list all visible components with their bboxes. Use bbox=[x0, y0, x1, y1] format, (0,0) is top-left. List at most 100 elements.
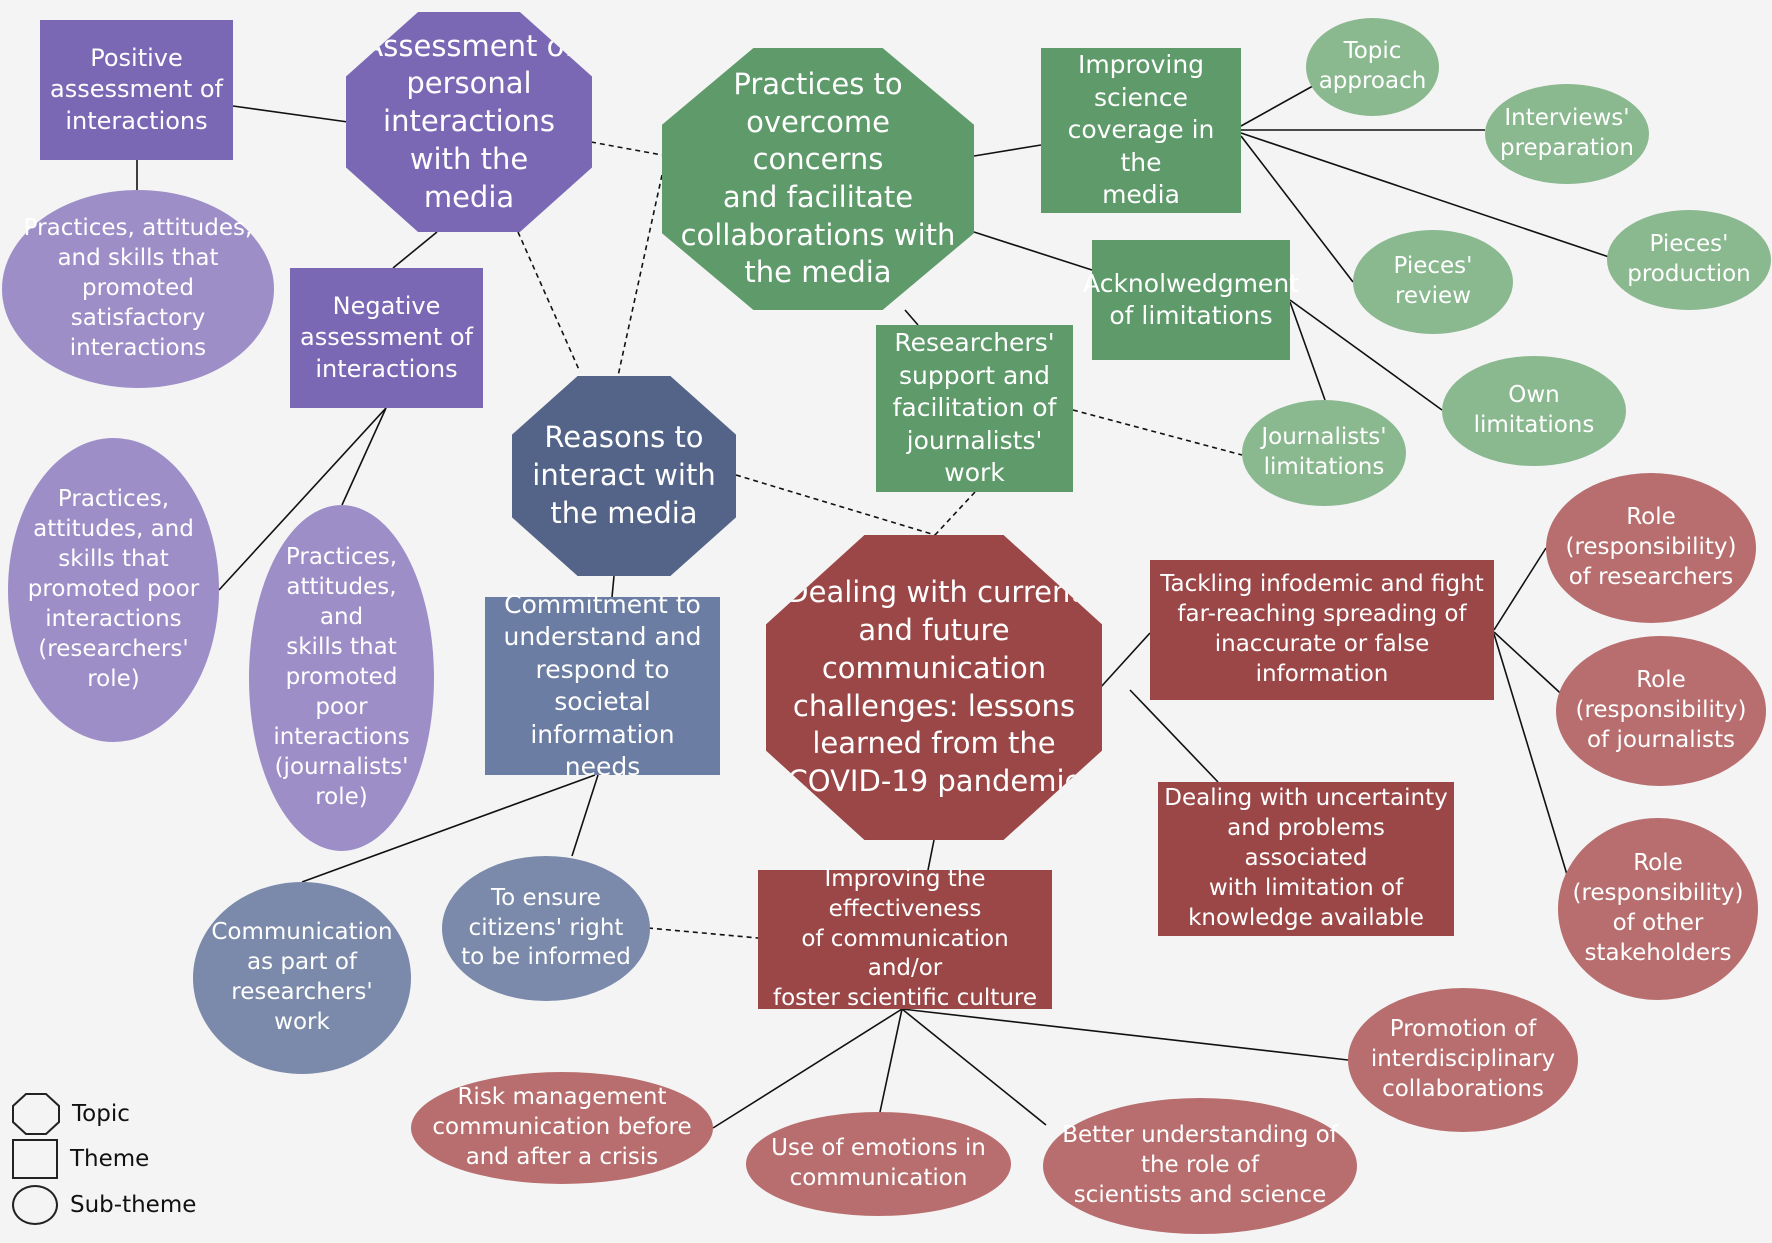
dealing-current-topic: Dealing with current and future communic… bbox=[766, 535, 1102, 840]
edge-commitment-ensure bbox=[571, 774, 599, 857]
researchers-support-theme: Researchers' support and facilitation of… bbox=[876, 325, 1073, 492]
pieces-review-label: Pieces' review bbox=[1393, 253, 1473, 309]
commitment-label: Commitment to understand and respond to … bbox=[503, 589, 702, 782]
use-emotions-label: Use of emotions in communication bbox=[771, 1135, 986, 1191]
poor-journalists-label: Practices, attitudes, and skills that pr… bbox=[273, 544, 410, 810]
pieces-production-subtheme: Pieces' production bbox=[1607, 210, 1771, 310]
edge-effectiveness-emotions bbox=[879, 1008, 903, 1113]
journalists-limitations-label: Journalists' limitations bbox=[1261, 424, 1387, 480]
legend-sub-theme: Sub-theme bbox=[12, 1185, 196, 1225]
researchers-support-label: Researchers' support and facilitation of… bbox=[892, 328, 1057, 488]
risk-management-subtheme: Risk management communication before and… bbox=[411, 1072, 713, 1184]
acknowledgment-label: Acknolwedgment of limitations bbox=[1083, 268, 1299, 331]
edge-practices-improving bbox=[973, 144, 1042, 157]
edge-effectiveness-better bbox=[901, 1008, 1047, 1126]
reasons-interact-label: Reasons to interact with the media bbox=[532, 420, 716, 530]
role-researchers-subtheme: Role (responsibility) of researchers bbox=[1546, 473, 1756, 623]
poor-researchers-subtheme: Practices, attitudes, and skills that pr… bbox=[8, 438, 219, 742]
edge-effectiveness-promotion bbox=[901, 1008, 1349, 1061]
legend-sub-theme-label: Sub-theme bbox=[70, 1192, 197, 1218]
assessment-personal-topic: Assessment of personal interactions with… bbox=[346, 12, 592, 232]
interviews-preparation-subtheme: Interviews' preparation bbox=[1485, 84, 1649, 184]
role-stakeholders-label: Role (responsibility) of other stakehold… bbox=[1572, 850, 1744, 966]
edge-improving-topic bbox=[1240, 81, 1321, 127]
negative-assessment-theme: Negative assessment of interactions bbox=[290, 268, 483, 408]
pieces-review-subtheme: Pieces' review bbox=[1353, 230, 1513, 334]
dealing-uncertainty-theme: Dealing with uncertainty and problems as… bbox=[1158, 782, 1454, 936]
topic-approach-label: Topic approach bbox=[1318, 38, 1427, 94]
octagon-icon bbox=[12, 1093, 60, 1135]
communication-part-subtheme: Communication as part of researchers' wo… bbox=[193, 882, 411, 1074]
edge-improving-production bbox=[1240, 132, 1613, 259]
own-limitations-subtheme: Own limitations bbox=[1442, 356, 1626, 466]
ellipse-icon bbox=[12, 1185, 58, 1225]
edge-commitment-communication bbox=[301, 774, 596, 883]
edge-dealing-improving-effectiveness bbox=[927, 839, 935, 871]
reasons-interact-topic: Reasons to interact with the media bbox=[512, 376, 736, 576]
practices-overcome-label: Practices to overcome concerns and facil… bbox=[680, 66, 956, 290]
edge-practices-reasons-dashed bbox=[617, 174, 663, 377]
edge-reasons-commitment bbox=[611, 575, 615, 598]
edge-assessment-negative bbox=[392, 231, 438, 269]
legend-topic-label: Topic bbox=[72, 1101, 130, 1127]
edge-tackling-role-stakeholders bbox=[1493, 633, 1569, 879]
improving-science-theme: Improving science coverage in the media bbox=[1041, 48, 1241, 213]
ensure-citizens-label: To ensure citizens' right to be informed bbox=[461, 884, 631, 971]
ensure-citizens-subtheme: To ensure citizens' right to be informed bbox=[442, 856, 650, 1001]
topic-approach-subtheme: Topic approach bbox=[1306, 18, 1439, 116]
improving-effectiveness-theme: Improving the effectiveness of communica… bbox=[758, 866, 1052, 1011]
promotion-interdisciplinary-subtheme: Promotion of interdisciplinary collabora… bbox=[1348, 988, 1578, 1132]
improving-effectiveness-label: Improving the effectiveness of communica… bbox=[773, 865, 1037, 1012]
edge-ensure-effectiveness-dashed bbox=[647, 927, 759, 939]
positive-assessment-theme: Positive assessment of interactions bbox=[40, 20, 233, 160]
tackling-infodemic-label: Tackling infodemic and fight far-reachin… bbox=[1160, 571, 1484, 687]
edge-dealing-tackling bbox=[1099, 632, 1151, 689]
role-researchers-label: Role (responsibility) of researchers bbox=[1565, 504, 1737, 590]
role-stakeholders-subtheme: Role (responsibility) of other stakehold… bbox=[1558, 818, 1758, 1000]
legend-theme: Theme bbox=[12, 1139, 149, 1179]
edge-assessment-reasons-dashed bbox=[517, 231, 581, 373]
practices-satisfactory-label: Practices, attitudes, and skills that pr… bbox=[23, 215, 253, 361]
edge-researchers-dealing-dashed bbox=[934, 491, 976, 536]
better-understanding-label: Better understanding of the role of scie… bbox=[1062, 1122, 1338, 1208]
edge-positive-assessment bbox=[232, 105, 349, 123]
interviews-preparation-label: Interviews' preparation bbox=[1499, 105, 1634, 161]
dealing-uncertainty-label: Dealing with uncertainty and problems as… bbox=[1164, 785, 1448, 931]
pieces-production-label: Pieces' production bbox=[1627, 231, 1751, 287]
edge-improving-review bbox=[1240, 135, 1354, 283]
own-limitations-label: Own limitations bbox=[1473, 382, 1595, 438]
better-understanding-subtheme: Better understanding of the role of scie… bbox=[1043, 1098, 1357, 1234]
improving-science-label: Improving science coverage in the media bbox=[1067, 50, 1215, 210]
edge-negative-poor-journalists bbox=[341, 407, 387, 506]
edge-tackling-role-researchers bbox=[1493, 547, 1547, 631]
edge-reasons-dealing-dashed bbox=[735, 474, 936, 536]
tackling-infodemic-theme: Tackling infodemic and fight far-reachin… bbox=[1150, 560, 1494, 700]
negative-assessment-label: Negative assessment of interactions bbox=[299, 292, 473, 383]
positive-assessment-label: Positive assessment of interactions bbox=[49, 44, 223, 135]
communication-part-label: Communication as part of researchers' wo… bbox=[211, 919, 393, 1035]
risk-management-label: Risk management communication before and… bbox=[432, 1084, 692, 1170]
edge-effectiveness-risk bbox=[712, 1008, 903, 1129]
edge-practices-researchers bbox=[904, 309, 919, 326]
assessment-personal-label: Assessment of personal interactions with… bbox=[363, 28, 575, 214]
role-journalists-subtheme: Role (responsibility) of journalists bbox=[1556, 636, 1766, 786]
legend-theme-label: Theme bbox=[70, 1146, 150, 1172]
journalists-limitations-subtheme: Journalists' limitations bbox=[1242, 400, 1406, 506]
use-emotions-subtheme: Use of emotions in communication bbox=[746, 1112, 1011, 1216]
dealing-current-label: Dealing with current and future communic… bbox=[786, 575, 1082, 798]
poor-researchers-label: Practices, attitudes, and skills that pr… bbox=[27, 486, 200, 692]
edge-researchers-journalists-dashed bbox=[1072, 409, 1243, 456]
edge-ack-journalists bbox=[1289, 301, 1326, 401]
role-journalists-label: Role (responsibility) of journalists bbox=[1575, 667, 1747, 753]
acknowledgment-theme: Acknolwedgment of limitations bbox=[1083, 240, 1299, 360]
promotion-interdisciplinary-label: Promotion of interdisciplinary collabora… bbox=[1370, 1016, 1556, 1102]
edge-ack-own bbox=[1289, 299, 1443, 411]
edge-negative-poor-researchers bbox=[218, 407, 387, 591]
commitment-theme: Commitment to understand and respond to … bbox=[485, 590, 720, 781]
edge-assessment-practices-dashed bbox=[590, 141, 663, 156]
practices-satisfactory-subtheme: Practices, attitudes, and skills that pr… bbox=[2, 190, 274, 388]
rectangle-icon bbox=[12, 1139, 58, 1179]
practices-overcome-topic: Practices to overcome concerns and facil… bbox=[662, 48, 974, 310]
